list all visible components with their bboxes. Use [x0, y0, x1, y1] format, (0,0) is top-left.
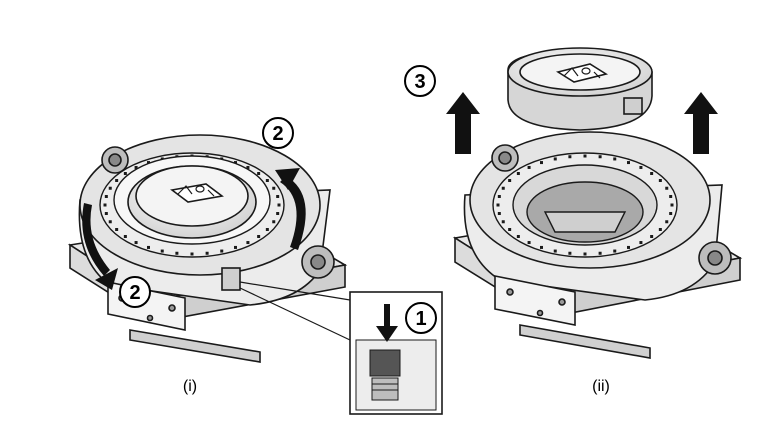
panel-right-open-ring [492, 152, 678, 258]
ring-tooth [665, 220, 669, 224]
ring-tooth [246, 241, 250, 245]
ring-tooth [497, 194, 501, 198]
svg-text:2: 2 [272, 123, 283, 145]
ring-tooth [234, 245, 237, 249]
ring-tooth [257, 172, 261, 176]
right-side-knob [301, 245, 335, 279]
rotate-arrow-right [275, 168, 306, 250]
ring-tooth [540, 245, 543, 249]
ring-tooth [527, 241, 531, 245]
ring-tooth [160, 249, 164, 253]
ring-tooth [501, 186, 505, 190]
ring-tooth [639, 165, 643, 169]
caption-panel-right: (ii) [592, 378, 610, 395]
ring-tooth [583, 252, 587, 256]
ring-tooth [115, 228, 119, 231]
ring-tooth [265, 179, 269, 182]
ring-tooth [147, 245, 150, 249]
ring-tooth [658, 179, 662, 182]
ring-tooth [568, 251, 572, 255]
ring-tooth [205, 251, 209, 255]
ring-tooth [613, 157, 617, 161]
ring-tooth [497, 212, 501, 216]
svg-text:1: 1 [415, 308, 426, 330]
ring-tooth [272, 186, 276, 190]
push-down-arrow [376, 304, 398, 342]
left-side-knob [101, 146, 129, 174]
ring-tooth [103, 203, 107, 207]
panel-left-port-cap [127, 165, 257, 239]
ring-tooth [108, 220, 112, 224]
step-badge-2-bottom: 2 [119, 276, 151, 308]
ring-tooth [277, 203, 281, 207]
ring-tooth [257, 234, 261, 238]
ring-tooth [650, 172, 654, 176]
ring-tooth [639, 241, 643, 245]
ring-tooth [134, 241, 138, 245]
ring-tooth [104, 194, 108, 198]
lifted-port-cap [507, 47, 653, 131]
ring-tooth [272, 220, 276, 224]
caption-panel-left: (i) [183, 378, 197, 395]
ring-tooth [265, 228, 269, 231]
ring-tooth [568, 155, 572, 159]
ring-tooth [516, 172, 520, 176]
svg-text:2: 2 [129, 282, 140, 304]
lift-arrow-right [684, 92, 718, 154]
ring-tooth [234, 161, 237, 165]
svg-text:3: 3 [414, 71, 425, 93]
ring-tooth [598, 251, 602, 255]
ring-tooth [670, 203, 674, 207]
ring-tooth [115, 179, 119, 182]
rotate-arrow-left [82, 203, 118, 290]
ring-tooth [496, 203, 500, 207]
ring-tooth [134, 165, 138, 169]
ring-tooth [627, 161, 630, 165]
ring-tooth [650, 234, 654, 238]
ring-tooth [553, 157, 557, 161]
ring-tooth [669, 194, 673, 198]
ring-tooth [175, 251, 179, 255]
ring-tooth [108, 186, 112, 190]
callout-lines [239, 281, 351, 341]
ring-tooth [190, 252, 194, 256]
inset-detail-box: 1 [349, 291, 443, 415]
step-badge-3: 3 [404, 65, 436, 97]
right-panel-right-knob [698, 241, 732, 275]
ring-tooth [598, 155, 602, 159]
ring-tooth [540, 161, 543, 165]
ring-tooth [583, 154, 587, 158]
ring-tooth [527, 165, 531, 169]
ring-tooth [613, 249, 617, 253]
ring-tooth [553, 249, 557, 253]
ring-tooth [669, 212, 673, 216]
ring-tooth [627, 245, 630, 249]
ring-tooth [276, 212, 280, 216]
ring-tooth [516, 234, 520, 238]
right-panel-left-knob [491, 144, 519, 172]
ring-tooth [220, 249, 224, 253]
ring-tooth [104, 212, 108, 216]
ring-tooth [276, 194, 280, 198]
ring-tooth [246, 165, 250, 169]
step-badge-2-top: 2 [262, 117, 294, 149]
ring-tooth [508, 228, 512, 231]
step-badge-1: 1 [405, 302, 437, 334]
lift-arrow-left [446, 92, 480, 154]
ring-tooth [123, 172, 127, 176]
ring-tooth [658, 228, 662, 231]
ring-tooth [508, 179, 512, 182]
ring-tooth [147, 161, 150, 165]
ring-tooth [501, 220, 505, 224]
ring-tooth [123, 234, 127, 238]
ring-tooth [665, 186, 669, 190]
